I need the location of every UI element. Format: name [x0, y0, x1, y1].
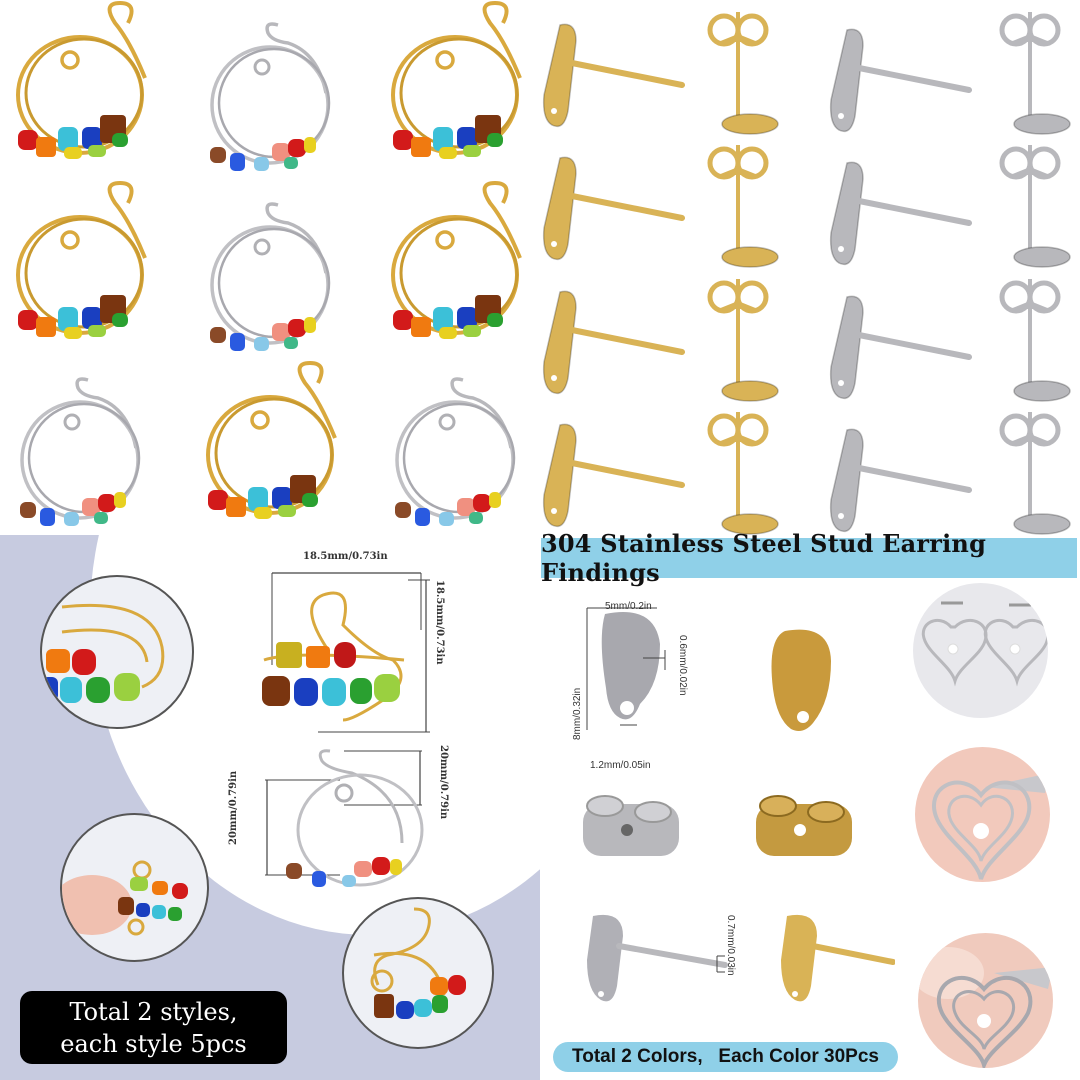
stacked-ring-image — [370, 907, 466, 1019]
gold-pad-image — [771, 629, 831, 731]
styles-note-box: Total 2 styles, each style 5pcs — [20, 991, 287, 1064]
gold-ear-nut-image — [756, 795, 852, 856]
stud-pin-label: 0.7mm/0.03in — [725, 915, 736, 976]
gold-ring-diagram — [262, 572, 430, 733]
heart-in-hand-image — [932, 773, 1050, 880]
silver-ear-nut-image — [583, 795, 679, 856]
silver-ring-diagram — [265, 749, 424, 887]
stud-height-label: 8mm/0.32in — [572, 687, 583, 740]
studs-grid-panel — [540, 0, 1080, 535]
heart-held-image — [918, 947, 1053, 1068]
stud-details-panel: 5mm/0.2in 8mm/0.32in 0.6mm/0.02in 1.2mm/… — [540, 535, 1080, 1080]
heart-earrings-photo-3 — [918, 933, 1053, 1068]
heart-earrings-photo-1 — [913, 583, 1048, 718]
beaded-rings-illustration — [16, 1, 522, 528]
stud-thickness-label: 0.6mm/0.02in — [677, 635, 688, 696]
silver-ring-right-label: 20mm/0.79in — [438, 745, 449, 820]
stud-pin-comparison — [587, 914, 895, 1002]
silver-ring-left-label: 20mm/0.79in — [228, 770, 239, 845]
gold-ring-height-label: 18.5mm/0.73in — [434, 580, 445, 665]
ring-closeup-circle-1 — [40, 575, 194, 729]
rings-grid-panel — [0, 0, 540, 535]
stud-earrings-illustration — [540, 0, 1080, 535]
ring-details-panel: 18.5mm/0.73in 18.5mm/0.73in 20mm/0.79in … — [0, 535, 540, 1080]
stud-hole-label: 1.2mm/0.05in — [590, 760, 651, 771]
stud-pad-diagram — [586, 607, 666, 730]
heart-earrings-photo-2 — [915, 747, 1050, 882]
ring-closeup-image — [42, 603, 165, 703]
styles-note-line1: Total 2 styles, — [69, 997, 238, 1026]
ring-closeup-circle-3 — [342, 897, 494, 1049]
ring-in-fingers-image — [62, 860, 188, 936]
stud-width-label: 5mm/0.2in — [605, 601, 652, 612]
heart-earrings-image — [921, 601, 1048, 687]
ring-closeup-circle-2 — [60, 813, 209, 962]
product-title-banner: 304 Stainless Steel Stud Earring Finding… — [541, 529, 1077, 587]
colors-note-pill: Total 2 Colors, Each Color 30Pcs — [553, 1042, 898, 1072]
styles-note-line2: each style 5pcs — [60, 1029, 247, 1058]
gold-ring-width-label: 18.5mm/0.73in — [303, 551, 388, 562]
